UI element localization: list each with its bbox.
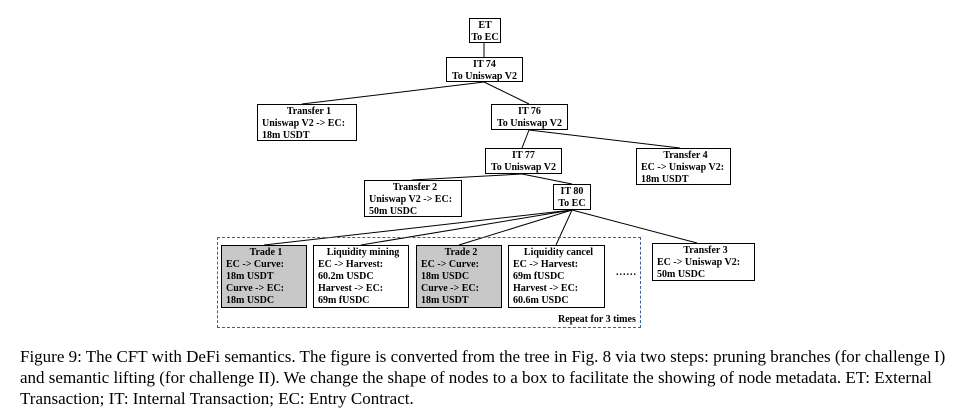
node-trade1: Trade 1 EC -> Curve: 18m USDT Curve -> E… xyxy=(221,245,307,308)
node-it74: IT 74 To Uniswap V2 xyxy=(446,57,523,82)
node-trade1-flow-out: Curve -> EC: xyxy=(226,283,284,294)
node-liquidity-cancel-amount-out: 60.6m USDC xyxy=(513,295,569,306)
edge-it80-liquidity-mining xyxy=(360,209,573,246)
edge-it74-it76 xyxy=(483,81,530,105)
more-nodes-ellipsis: ...... xyxy=(616,267,637,278)
node-trade1-amount-out: 18m USDC xyxy=(226,295,275,306)
edge-it76-it77 xyxy=(521,129,530,149)
node-et-target: To EC xyxy=(471,32,499,43)
cft-diagram: ET To EC IT 74 To Uniswap V2 Transfer 1 … xyxy=(217,18,755,328)
node-transfer2-title: Transfer 2 xyxy=(392,182,438,193)
repeat-label: Repeat for 3 times xyxy=(558,314,636,325)
node-transfer3-title: Transfer 3 xyxy=(683,245,728,256)
node-it80-target: To EC xyxy=(558,198,586,209)
node-transfer1-amount: 18m USDT xyxy=(262,130,310,141)
node-transfer4-title: Transfer 4 xyxy=(663,150,708,161)
node-transfer1-title: Transfer 1 xyxy=(286,106,332,117)
node-it74-title: IT 74 xyxy=(473,59,496,70)
node-liquidity-mining-amount-in: 60.2m USDC xyxy=(318,271,374,282)
node-it76: IT 76 To Uniswap V2 xyxy=(491,104,568,130)
edge-it80-trade2 xyxy=(458,209,573,246)
node-trade1-title: Trade 1 xyxy=(249,247,283,258)
figure-caption: Figure 9: The CFT with DeFi semantics. T… xyxy=(20,347,946,408)
repeat-region xyxy=(217,237,641,328)
edge-it77-it80 xyxy=(521,173,573,185)
node-liquidity-mining-title: Liquidity mining xyxy=(326,247,400,258)
node-liquidity-cancel-title: Liquidity cancel xyxy=(523,247,594,258)
node-it80: IT 80 To EC xyxy=(553,184,591,210)
node-it77: IT 77 To Uniswap V2 xyxy=(485,148,562,174)
node-liquidity-cancel-flow-in: EC -> Harvest: xyxy=(513,259,579,270)
node-trade2-amount-out: 18m USDT xyxy=(421,295,469,306)
edge-it76-transfer4 xyxy=(528,129,681,149)
node-et-title: ET xyxy=(478,20,492,31)
node-transfer4-flow: EC -> Uniswap V2: xyxy=(641,162,725,173)
node-trade2-title: Trade 2 xyxy=(444,247,478,258)
node-trade2: Trade 2 EC -> Curve: 18m USDC Curve -> E… xyxy=(416,245,502,308)
node-trade1-flow-in: EC -> Curve: xyxy=(226,259,284,270)
tree-edges xyxy=(263,43,698,246)
node-liquidity-cancel-amount-in: 69m fUSDC xyxy=(513,271,565,282)
node-liquidity-mining: Liquidity mining EC -> Harvest: 60.2m US… xyxy=(313,245,409,308)
node-liquidity-cancel: Liquidity cancel EC -> Harvest: 69m fUSD… xyxy=(508,245,605,308)
node-et: ET To EC xyxy=(469,18,501,43)
node-trade2-flow-out: Curve -> EC: xyxy=(421,283,479,294)
node-it76-target: To Uniswap V2 xyxy=(496,118,563,129)
node-transfer4-amount: 18m USDT xyxy=(641,174,689,185)
edge-it77-transfer2 xyxy=(411,173,523,181)
node-it74-target: To Uniswap V2 xyxy=(451,71,518,82)
node-transfer4: Transfer 4 EC -> Uniswap V2: 18m USDT xyxy=(636,148,731,185)
edge-it80-transfer3 xyxy=(571,209,698,244)
node-liquidity-cancel-flow-out: Harvest -> EC: xyxy=(513,283,579,294)
node-liquidity-mining-amount-out: 69m fUSDC xyxy=(318,295,370,306)
node-transfer2: Transfer 2 Uniswap V2 -> EC: 50m USDC xyxy=(364,180,462,217)
node-liquidity-mining-flow-out: Harvest -> EC: xyxy=(318,283,384,294)
node-trade2-amount-in: 18m USDC xyxy=(421,271,470,282)
node-liquidity-mining-flow-in: EC -> Harvest: xyxy=(318,259,384,270)
edge-it80-liquidity-cancel xyxy=(555,209,573,246)
node-transfer2-amount: 50m USDC xyxy=(369,206,418,217)
node-transfer1: Transfer 1 Uniswap V2 -> EC: 18m USDT xyxy=(257,104,357,141)
node-it80-title: IT 80 xyxy=(560,186,584,197)
node-trade2-flow-in: EC -> Curve: xyxy=(421,259,479,270)
edge-it80-trade1 xyxy=(263,209,573,246)
node-it77-target: To Uniswap V2 xyxy=(490,162,557,173)
node-trade1-amount-in: 18m USDT xyxy=(226,271,274,282)
node-transfer3: Transfer 3 EC -> Uniswap V2: 50m USDC xyxy=(652,243,755,281)
node-transfer2-flow: Uniswap V2 -> EC: xyxy=(369,194,453,205)
node-it76-title: IT 76 xyxy=(518,106,541,117)
node-transfer3-amount: 50m USDC xyxy=(657,269,706,280)
node-transfer1-flow: Uniswap V2 -> EC: xyxy=(262,118,346,129)
edge-it74-transfer1 xyxy=(301,81,485,105)
node-transfer3-flow: EC -> Uniswap V2: xyxy=(657,257,741,268)
node-it77-title: IT 77 xyxy=(512,150,535,161)
